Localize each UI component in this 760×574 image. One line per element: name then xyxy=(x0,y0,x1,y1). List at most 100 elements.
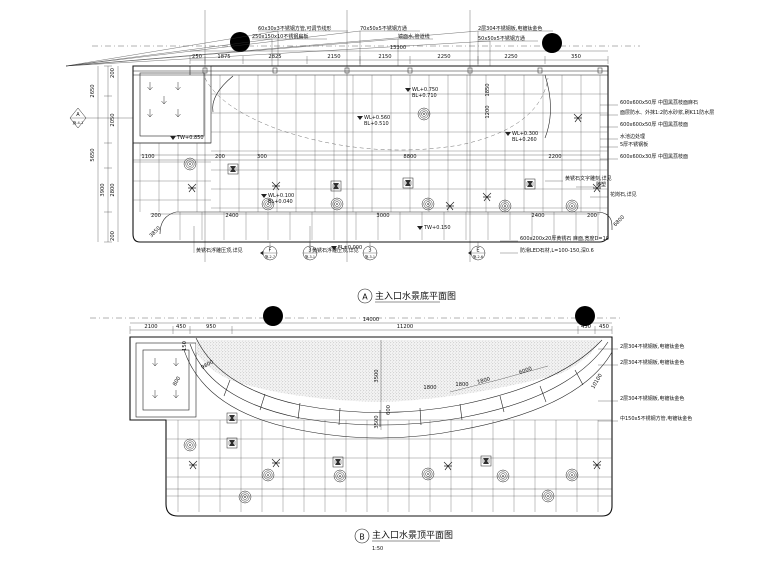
plan-a-title: A 主入口水景底平面图 xyxy=(357,288,456,304)
level-value: WL+0.300 xyxy=(512,131,538,137)
dimension-label: 3500 xyxy=(374,369,380,382)
overall-dimension-b: 14000 xyxy=(363,317,380,323)
level-tag-tw1: TW+0.850 xyxy=(170,135,204,141)
dimension-label: 1850 xyxy=(485,83,491,96)
down-arrow-icon xyxy=(161,95,167,105)
level-value: BL+0.510 xyxy=(364,121,389,127)
plan-b-title-text: 主入口水景顶平面图 xyxy=(372,529,453,541)
plan-a-title-text: 主入口水景底平面图 xyxy=(375,290,456,302)
dimension-label: 350 xyxy=(571,54,581,60)
right-note: 雕塑 xyxy=(596,181,606,188)
dimension-label: 1800 xyxy=(455,382,468,388)
dimension-label: 450 xyxy=(581,324,591,330)
right-note: 600x600x50厚 中国黑荔枝面麻石 xyxy=(620,99,698,106)
top-note: 250x150x10不锈钢扁板 xyxy=(252,33,308,40)
dimension-label: 2150 xyxy=(327,54,340,60)
top-note: 70x50x5不锈钢方通 xyxy=(360,25,407,32)
dimension-label: 800 xyxy=(172,376,182,388)
right-note: 防滑LED石材,L=100-150,深0.6 xyxy=(520,247,594,254)
level-value: BL+0.260 xyxy=(512,137,537,143)
right-note: 水池边处理 xyxy=(620,133,645,140)
medallion-icon xyxy=(496,469,510,483)
medallion-icon xyxy=(238,490,252,504)
medallion-icon xyxy=(330,197,344,211)
right-note: 花岗石,详见 xyxy=(610,191,637,198)
dimension-label: 2800 xyxy=(110,183,116,196)
level-tag-tw2: TW+0.150 xyxy=(417,225,451,231)
dimension-label: 9800 xyxy=(200,359,214,371)
bottom-note: 黄锈石浮雕压顶,详见 xyxy=(312,247,359,254)
bottom-note: 黄锈石浮雕压顶,详见 xyxy=(196,247,243,254)
bollard-icon xyxy=(542,33,562,53)
plan-b-title: B 主入口水景顶平面图 1:50 xyxy=(354,528,453,552)
medallion-icon xyxy=(183,438,197,452)
dimension-label: 200 xyxy=(110,231,116,241)
dimension-label: 2650 xyxy=(90,84,96,97)
dimension-label: 450 xyxy=(176,324,186,330)
level-value: FL±0.000 xyxy=(338,245,362,251)
plan-b-tag: B xyxy=(359,533,365,542)
level-value: BL+0.040 xyxy=(268,199,293,205)
medallion-icon xyxy=(565,199,579,213)
dimension-label: 200 xyxy=(587,213,597,219)
dimension-label: 3500 xyxy=(374,415,380,428)
dimension-label: 2150 xyxy=(378,54,391,60)
section-marker-icon: A 施-4-1 xyxy=(69,107,133,129)
dimension-label: 1800 xyxy=(477,376,491,385)
section-marker-ref: 施-3-1 xyxy=(305,254,315,259)
dimension-label: 2250 xyxy=(437,54,450,60)
dimension-label: 2400 xyxy=(531,213,544,219)
right-note: 600x600x50厚 中国黑荔枝面 xyxy=(620,121,688,128)
section-marker-icon: E施-2-6 xyxy=(468,242,486,261)
right-note: 600x200x20厚黄锈石 麻面,宽度D=10 xyxy=(520,235,609,242)
dimension-label: 8800 xyxy=(403,154,416,160)
dimension-label: 200 xyxy=(215,154,225,160)
dimension-label: 10100 xyxy=(590,373,603,390)
dimension-label: 11200 xyxy=(397,324,414,330)
dimension-label: 950 xyxy=(206,324,216,330)
dimension-label: 2250 xyxy=(504,54,517,60)
dimension-label: 150 xyxy=(182,341,188,351)
medallion-icon xyxy=(261,468,275,482)
section-marker-label: E xyxy=(476,248,479,254)
level-tag-fl: FL±0.000 xyxy=(331,245,362,251)
dimension-label: 450 xyxy=(599,324,609,330)
svg-text:A: A xyxy=(76,112,80,118)
dimension-label: 200 xyxy=(151,213,161,219)
bollard-icon xyxy=(263,306,283,326)
dimension-label: 2050 xyxy=(110,113,116,126)
right-note: 2层304不锈钢板,电镀钛金色 xyxy=(620,359,684,366)
dimension-label: 600 xyxy=(386,405,392,415)
level-value: TW+0.850 xyxy=(176,135,204,141)
dimension-label: 3900 xyxy=(100,183,106,196)
sculpture-icon xyxy=(226,412,492,468)
right-note: 2层304不锈钢板,电镀钛金色 xyxy=(620,343,684,350)
dimension-label: 1800 xyxy=(423,385,436,391)
section-marker-ref: 施-2-7 xyxy=(265,254,275,259)
top-note: 2层304不锈钢板,电镀钛金色 xyxy=(478,25,542,32)
dimension-label: 6800 xyxy=(613,215,627,229)
medallion-icon xyxy=(183,157,197,171)
dimension-label: 1100 xyxy=(141,154,154,160)
level-value: WL+0.750 xyxy=(412,87,438,93)
right-note: 面层防水、外抹1:2防水砂浆,刷K11防水层 xyxy=(620,109,714,116)
section-marker-label: F xyxy=(269,248,272,254)
medallion-icon xyxy=(421,197,435,211)
plan-b: 14000 2100 450 950 11200 450 450 xyxy=(90,306,692,552)
dimension-label: 2400 xyxy=(225,213,238,219)
medallion-icon xyxy=(421,467,435,481)
dimension-label: 2100 xyxy=(144,324,157,330)
medallion-icon xyxy=(541,489,555,503)
bollard-icon xyxy=(575,306,595,326)
section-marker-label: 3 xyxy=(368,248,371,254)
top-note: 60x30x3不锈钢方管,可调节线形 xyxy=(258,25,331,32)
plan-b-scale: 1:50 xyxy=(372,546,383,552)
right-note: 2层304不锈钢板,电镀钛金色 xyxy=(620,395,684,402)
